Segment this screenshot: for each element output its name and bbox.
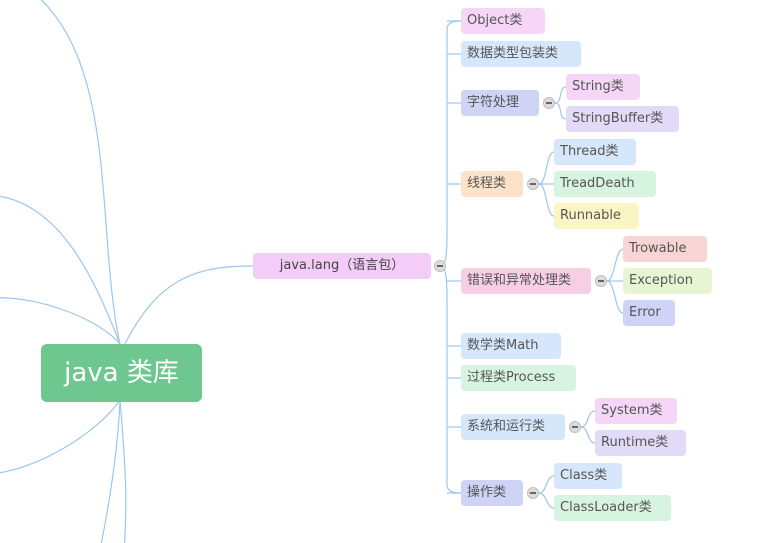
child-edge: [580, 410, 596, 428]
child-edge: [538, 475, 555, 494]
child-node[interactable]: Error: [623, 300, 675, 326]
category-node[interactable]: 数据类型包装类: [461, 41, 581, 67]
child-node[interactable]: Thread类: [554, 139, 636, 165]
child-node[interactable]: System类: [595, 398, 677, 424]
child-node[interactable]: Runnable: [554, 203, 639, 229]
root-edge-bottom-b: [119, 399, 127, 543]
collapse-toggle-category[interactable]: [543, 97, 555, 109]
collapse-toggle-branch[interactable]: [434, 260, 446, 272]
root-edge-top: [40, 0, 121, 345]
trunk-edge-up: [439, 20, 462, 267]
category-node[interactable]: 过程类Process: [461, 365, 576, 391]
category-node[interactable]: 数学类Math: [461, 333, 561, 359]
child-node[interactable]: Trowable: [623, 236, 707, 262]
child-edge: [554, 102, 567, 120]
child-edge: [554, 86, 567, 104]
trunk-edge-down: [439, 265, 462, 494]
child-node[interactable]: Exception: [623, 268, 712, 294]
category-node[interactable]: 错误和异常处理类: [461, 268, 591, 294]
branch-node-java-lang[interactable]: java.lang（语言包）: [253, 253, 431, 279]
category-node[interactable]: 线程类: [461, 171, 523, 197]
child-edge: [606, 280, 624, 314]
root-edge-bottom-a: [100, 399, 121, 543]
root-edge-upper: [0, 195, 121, 345]
child-node[interactable]: StringBuffer类: [566, 106, 679, 132]
root-to-branch-edge: [124, 265, 254, 345]
child-node[interactable]: ClassLoader类: [554, 495, 671, 521]
child-node[interactable]: TreadDeath: [554, 171, 656, 197]
collapse-toggle-category[interactable]: [569, 421, 581, 433]
root-edge-lower: [0, 399, 121, 474]
child-node[interactable]: Class类: [554, 463, 622, 489]
collapse-toggle-category[interactable]: [527, 487, 539, 499]
child-node[interactable]: String类: [566, 74, 640, 100]
category-node[interactable]: 字符处理: [461, 90, 539, 116]
root-node-java-class-library[interactable]: java 类库: [41, 344, 202, 402]
child-edge: [538, 492, 555, 509]
category-node[interactable]: 系统和运行类: [461, 414, 565, 440]
collapse-toggle-category[interactable]: [595, 275, 607, 287]
child-edge: [580, 426, 596, 444]
child-node[interactable]: Runtime类: [595, 430, 686, 456]
child-edge: [606, 248, 624, 282]
category-node[interactable]: 操作类: [461, 480, 523, 506]
root-edge-mid: [0, 297, 121, 345]
child-edge: [538, 151, 555, 185]
category-node[interactable]: Object类: [461, 8, 545, 34]
child-edge: [538, 183, 555, 217]
collapse-toggle-category[interactable]: [527, 178, 539, 190]
